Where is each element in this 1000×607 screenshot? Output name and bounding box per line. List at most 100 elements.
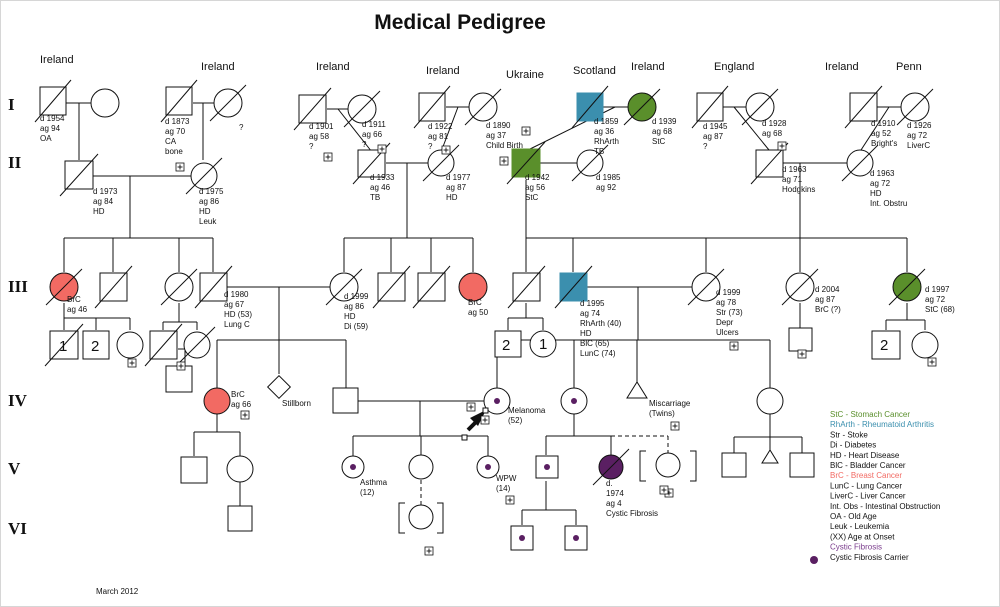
plus-box-icon [521, 126, 531, 136]
count-label: 2 [91, 338, 99, 355]
country-label: Ukraine [506, 69, 544, 81]
male-multiple-symbol [871, 330, 901, 360]
annotation-text: Int. Obstru [870, 199, 907, 208]
annotation-text: ag 87 [446, 183, 467, 192]
male-multiple-symbol [82, 330, 110, 360]
annotation-text: (14) [496, 484, 511, 493]
male-symbol [332, 387, 359, 414]
generation-label-4: IV [8, 391, 28, 410]
info-markers [127, 126, 937, 556]
annotation-text: LunC (74) [580, 349, 616, 358]
legend-item: Int. Obs - Intestinal Obstruction [830, 502, 940, 511]
annotation-text: HD [580, 329, 592, 338]
plus-box-icon [424, 546, 434, 556]
legend-item: (XX) Age at Onset [830, 532, 895, 541]
male-symbol [227, 505, 253, 532]
female-symbol [911, 331, 939, 359]
annotation-text: Miscarriage [649, 399, 691, 408]
annotation-text: d 1901 [309, 122, 334, 131]
annotation-text: BrC [67, 295, 81, 304]
miscarriage-symbol [626, 381, 648, 399]
annotation-text: d 1922 [428, 122, 453, 131]
female-symbol-brc [458, 272, 488, 302]
carrier-dot [350, 464, 356, 470]
annotation-text: d 1997 [925, 285, 950, 294]
male-symbol-stc [511, 148, 541, 178]
annotation-text: ag 92 [596, 183, 617, 192]
plus-box-icon [729, 341, 739, 351]
annotation-text: d 1954 [40, 114, 65, 123]
annotation-text: ag 66 [231, 400, 252, 409]
legend-carrier-dot-icon [810, 556, 818, 564]
annotation-text: Hodgkins [782, 185, 815, 194]
annotation-text: Depr [716, 318, 734, 327]
plus-box-icon [323, 152, 333, 162]
annotation-text: ? [428, 142, 433, 151]
annotation-text: ag 72 [870, 179, 891, 188]
generation-label-1: I [8, 95, 15, 114]
carrier-dot [519, 535, 525, 541]
legend-item: Str - Stoke [830, 430, 868, 439]
annotation-text: ag 84 [93, 197, 114, 206]
annotation-text: Melanoma [508, 406, 546, 415]
legend-item: LunC - Lung Cancer [830, 481, 902, 490]
legend-item: BlC - Bladder Cancer [830, 461, 906, 470]
annotation-text: d 1942 [525, 173, 550, 182]
annotation-text: 1974 [606, 489, 624, 498]
annotation-text: ? [362, 140, 367, 149]
annotation-text: ag 86 [344, 302, 365, 311]
annotation-text: d 1977 [446, 173, 471, 182]
legend-item: OA - Old Age [830, 512, 877, 521]
generation-label-5: V [8, 459, 21, 478]
country-label: Ireland [426, 65, 460, 77]
annotation-text: Di (59) [344, 322, 368, 331]
plus-box-icon [505, 495, 515, 505]
annotation-text: d 1999 [716, 288, 741, 297]
annotation-text: ag 37 [486, 131, 507, 140]
annotation-text: ag 67 [224, 300, 245, 309]
annotation-text: d 1926 [907, 121, 932, 130]
annotation-text: HD [446, 193, 458, 202]
country-label: Ireland [825, 61, 859, 73]
unknown-sex-symbol [761, 449, 779, 464]
annotation-text: (52) [508, 416, 523, 425]
count-label: 2 [880, 337, 888, 354]
generation-label-2: II [8, 153, 22, 172]
generation-label-3: III [8, 277, 28, 296]
annotation-text: ? [239, 123, 244, 132]
male-symbol [180, 456, 208, 484]
annotation-text: RhArth (40) [580, 319, 622, 328]
annotation-text: Lung C [224, 320, 250, 329]
country-label: Ireland [316, 61, 350, 73]
annotation-text: ag 50 [468, 308, 489, 317]
count-label: 1 [59, 338, 67, 355]
count-label: 1 [539, 336, 547, 353]
annotation-text: (12) [360, 488, 375, 497]
annotation-text: Bright's [871, 139, 897, 148]
male-multiple-symbol [494, 330, 522, 358]
annotation-text: Cystic Fibrosis [606, 509, 658, 518]
plus-box-icon [659, 485, 669, 495]
annotation-text: TB [594, 147, 604, 156]
country-label: Scotland [573, 65, 616, 77]
legend-item: RhArth - Rheumatoid Arthritis [830, 420, 934, 429]
male-symbol [357, 149, 386, 178]
annotation-text: OA [40, 134, 52, 143]
annotation-text: Ulcers [716, 328, 739, 337]
annotation-text: ag 78 [716, 298, 737, 307]
annotation-text: HD [344, 312, 356, 321]
annotation-text: ag 36 [594, 127, 615, 136]
annotation-text: d 1980 [224, 290, 249, 299]
plus-box-icon [466, 402, 476, 412]
annotation-text: d 1890 [486, 121, 511, 130]
annotation-text: Asthma [360, 478, 388, 487]
annotation-text: d 1945 [703, 122, 728, 131]
annotation-text: WPW [496, 474, 517, 483]
annotation-text: d 1928 [762, 119, 787, 128]
carrier-dot [573, 535, 579, 541]
proband-arrow-icon [470, 410, 486, 426]
plus-box-icon [499, 156, 509, 166]
annotation-text: d 1963 [870, 169, 895, 178]
plus-box-icon [480, 415, 490, 425]
